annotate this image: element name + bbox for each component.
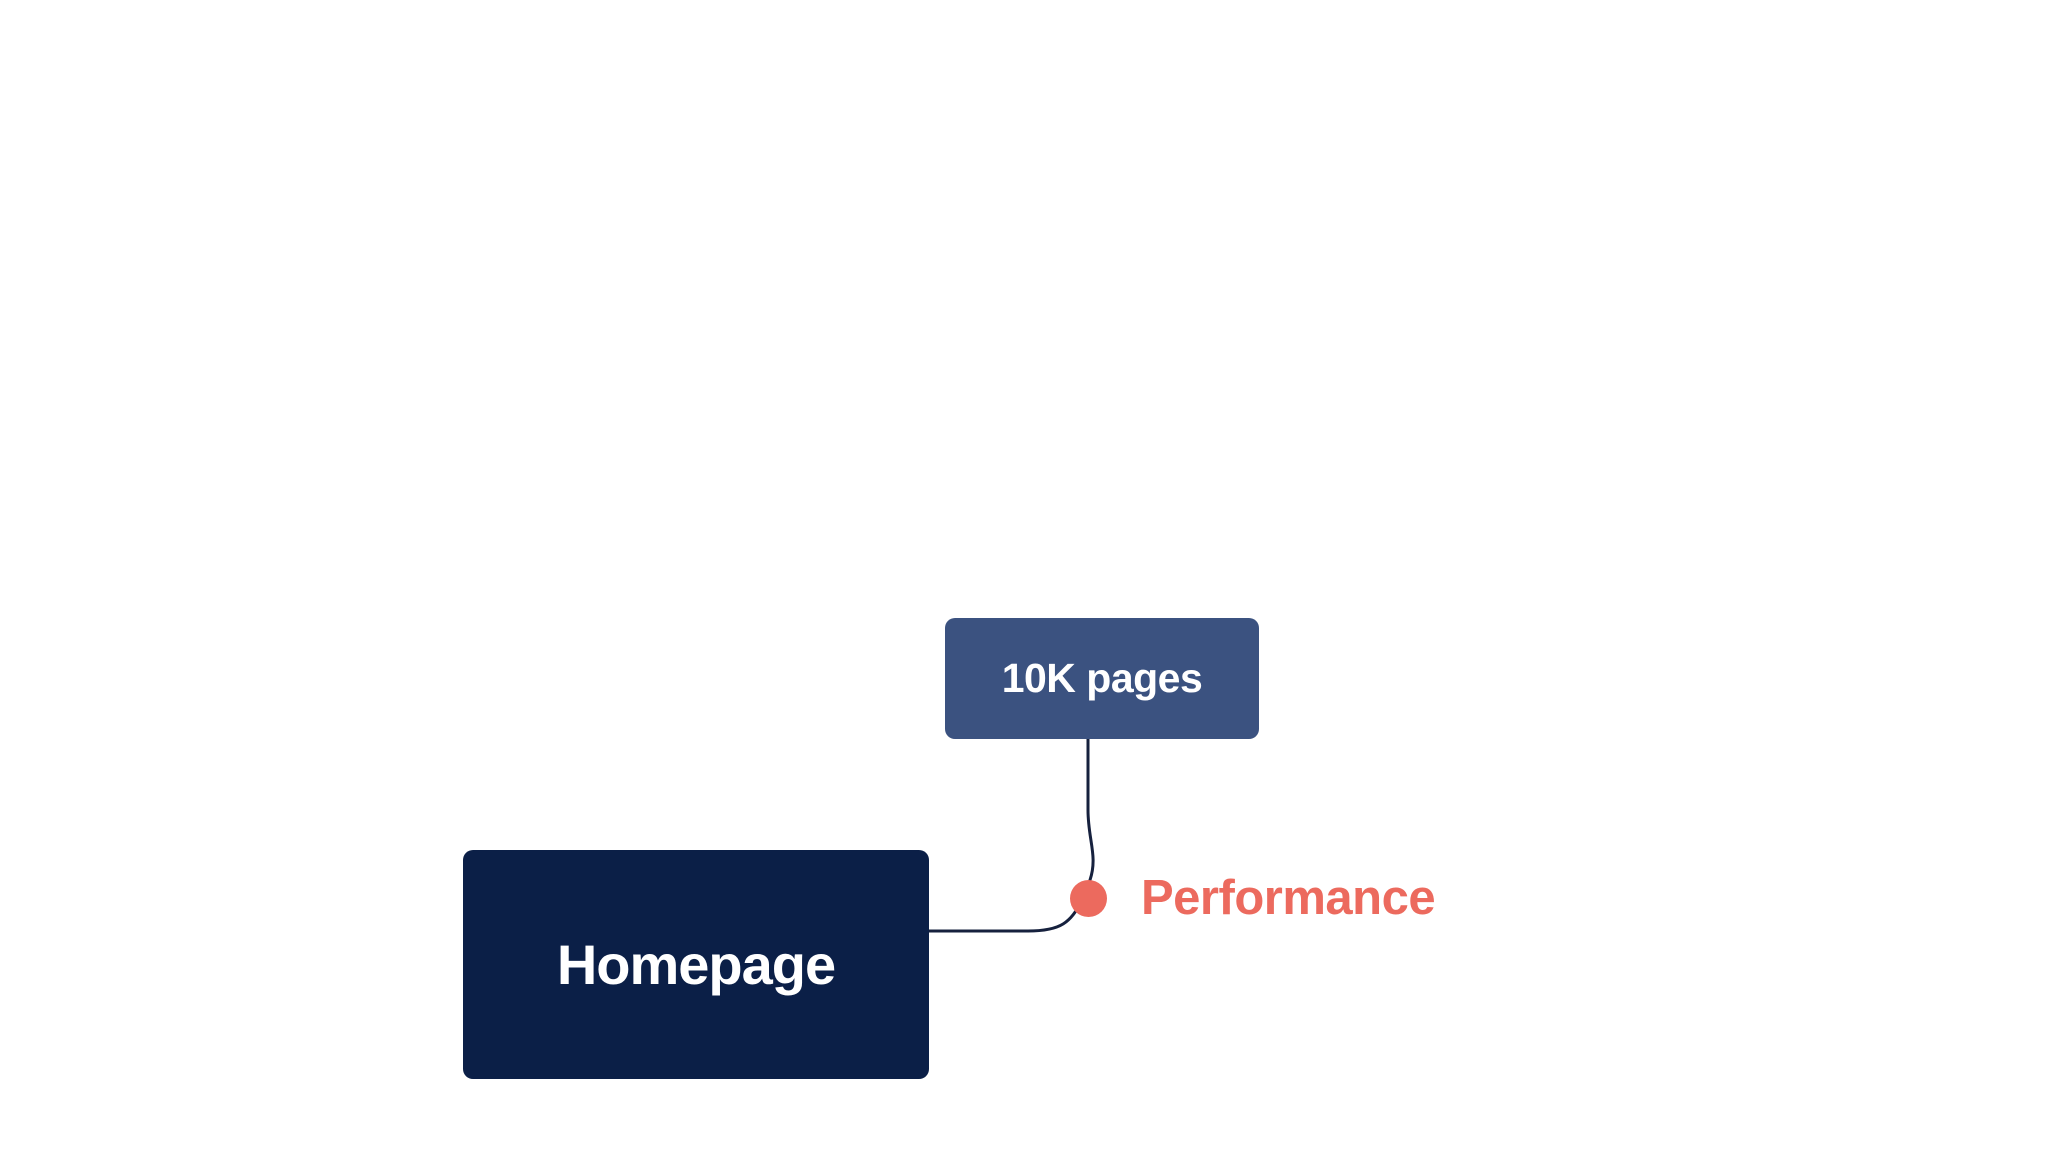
node-homepage-label: Homepage bbox=[556, 932, 836, 996]
branch-performance[interactable]: Performance bbox=[1070, 873, 1436, 922]
node-10k-pages[interactable]: 10K pages bbox=[945, 618, 1259, 739]
node-10k-pages-label: 10K pages bbox=[1001, 655, 1203, 701]
connector-homepage-to-performance bbox=[927, 899, 1084, 933]
branch-dot-icon bbox=[1070, 879, 1107, 917]
node-homepage[interactable]: Homepage bbox=[463, 850, 929, 1079]
connector-performance-to-pages bbox=[1086, 737, 1095, 882]
branch-performance-label: Performance bbox=[1141, 870, 1436, 925]
